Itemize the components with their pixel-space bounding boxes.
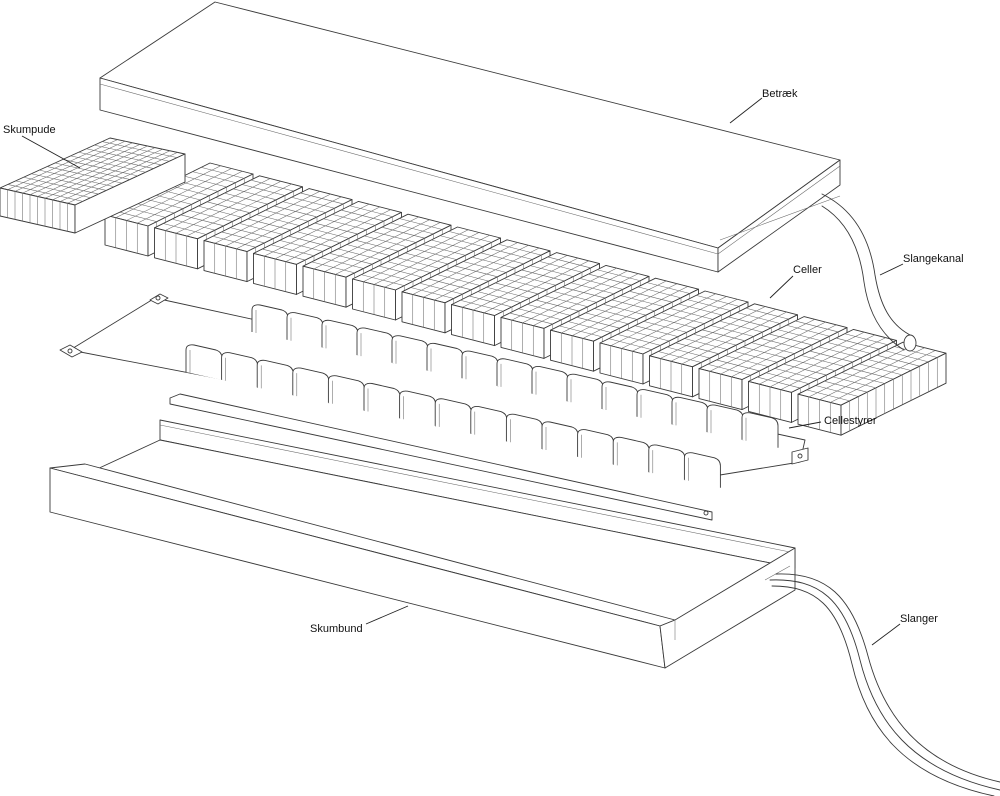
label-cell-guides: Cellestyrer bbox=[824, 415, 877, 427]
guide-tab bbox=[470, 406, 508, 442]
guide-tab bbox=[327, 375, 365, 411]
guide-tab bbox=[741, 412, 779, 448]
foam-pad bbox=[0, 137, 186, 234]
label-hoses: Slanger bbox=[900, 613, 938, 625]
foam-base bbox=[49, 419, 796, 669]
cover bbox=[99, 1, 841, 273]
hose-channel bbox=[821, 193, 917, 352]
guide-tab bbox=[541, 421, 579, 457]
leader-lines bbox=[21, 97, 904, 646]
guide-tab bbox=[648, 444, 686, 481]
guide-tab bbox=[221, 352, 259, 388]
guide-tab bbox=[363, 382, 401, 419]
guide-tab bbox=[356, 327, 394, 364]
label-foam-pad: Skumpude bbox=[3, 124, 56, 136]
guide-tab bbox=[292, 367, 330, 404]
guide-tab bbox=[434, 398, 472, 434]
guide-tab bbox=[256, 359, 294, 396]
guide-tab bbox=[612, 436, 650, 473]
hoses bbox=[769, 573, 1000, 796]
cells bbox=[104, 162, 947, 436]
label-hose-channel: Slangekanal bbox=[903, 253, 964, 265]
cell-guides bbox=[59, 293, 809, 521]
label-cover: Betræk bbox=[762, 88, 798, 100]
labels: Betræk Skumpude Slangekanal Celler Celle… bbox=[3, 88, 964, 635]
guide-tab bbox=[505, 413, 543, 450]
label-foam-base: Skumbund bbox=[310, 623, 363, 635]
guide-tab bbox=[185, 344, 223, 380]
guide-tab bbox=[399, 390, 437, 427]
guide-tab bbox=[577, 429, 615, 465]
label-cells: Celler bbox=[793, 264, 822, 276]
cell-block bbox=[797, 341, 947, 436]
guide-tab bbox=[683, 452, 721, 488]
